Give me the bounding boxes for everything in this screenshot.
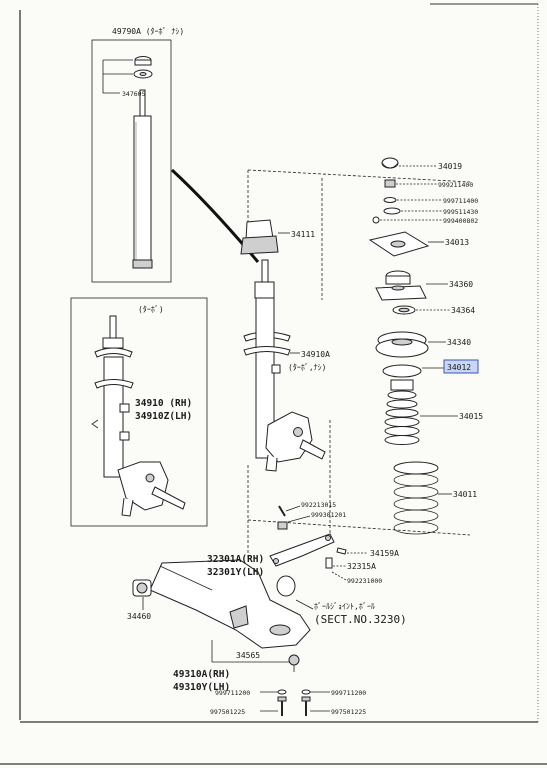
- label-34910z-lh: 34910Z(LH): [135, 411, 192, 422]
- label-sect-3230: (SECT.NO.3230): [314, 613, 407, 626]
- label-inset-turbo: (ﾀｰﾎﾞ): [138, 305, 164, 314]
- label-34111: 34111: [291, 230, 315, 239]
- label-997501225-left: 997501225: [210, 708, 245, 716]
- label-999711200-left: 999711200: [215, 689, 250, 697]
- label-999511430: 999511430: [443, 208, 478, 216]
- label-ball-joint: ﾎﾞｰﾙｼﾞｮｲﾝﾄ,ﾎﾞｰﾙ: [314, 602, 375, 611]
- strut-turbo-box: [70, 297, 208, 527]
- label-34910-rh: 34910 (RH): [135, 398, 192, 409]
- coil-spring-icon: [393, 461, 439, 535]
- label-347605: 347605: [122, 90, 146, 98]
- dust-boot-icon: [384, 379, 420, 445]
- lower-arm-area: [132, 505, 368, 716]
- label-49310a-rh: 49310A(RH): [173, 669, 230, 680]
- label-34013: 34013: [445, 238, 469, 247]
- label-32301y-lh: 32301Y(LH): [207, 567, 264, 578]
- label-32315a: 32315A: [347, 562, 376, 571]
- label-999211400: 999211400: [438, 181, 473, 189]
- label-34460: 34460: [127, 612, 151, 621]
- knuckle-icon: [117, 461, 186, 517]
- label-49310y-lh: 49310Y(LH): [173, 682, 230, 693]
- page-frame: [0, 3, 547, 765]
- bump-stop-icon: [240, 219, 279, 255]
- label-32301a-rh: 32301A(RH): [207, 554, 264, 565]
- bushing-icon: [132, 579, 152, 597]
- label-34360: 34360: [449, 280, 473, 289]
- label-34159a: 34159A: [370, 549, 399, 558]
- strut-mount-icon: [375, 270, 427, 301]
- label-34011: 34011: [453, 490, 477, 499]
- label-34015: 34015: [459, 412, 483, 421]
- spring-seat-icon: [375, 331, 429, 358]
- label-34340: 34340: [447, 338, 471, 347]
- top-mount-stack: [368, 157, 458, 535]
- label-992231000: 992231000: [347, 577, 382, 585]
- label-34364: 34364: [451, 306, 475, 315]
- label-34012: 34012: [447, 363, 471, 372]
- label-992213015: 992213015: [301, 501, 336, 509]
- label-997501225-right: 997501225: [331, 708, 366, 716]
- strut-center: [240, 169, 471, 560]
- label-34565: 34565: [236, 651, 260, 660]
- shock-absorber-icon: [132, 115, 153, 269]
- strut-49790a-box: [91, 39, 172, 283]
- label-34910a: 34910A: [301, 350, 330, 359]
- label-999711400: 999711400: [443, 197, 478, 205]
- mount-plate-icon: [368, 231, 430, 257]
- control-arm-icon: [149, 559, 311, 649]
- nut-icon: [133, 56, 153, 79]
- label-49790a: 49790A (ﾀｰﾎﾞ ﾅｼ): [112, 27, 184, 36]
- label-34910a-note: (ﾀｰﾎﾞ,ﾅｼ): [288, 363, 326, 372]
- label-999711200-right: 999711200: [331, 689, 366, 697]
- highlight-34012: [443, 359, 479, 374]
- labels: 49790A (ﾀｰﾎﾞ ﾅｼ) 347605 (ﾀｰﾎﾞ) 34910 (RH…: [112, 27, 483, 716]
- label-34019: 34019: [438, 162, 462, 171]
- bracket-icon: [269, 533, 335, 567]
- label-999400802: 999400802: [443, 217, 478, 225]
- label-999301201: 999301201: [311, 511, 346, 519]
